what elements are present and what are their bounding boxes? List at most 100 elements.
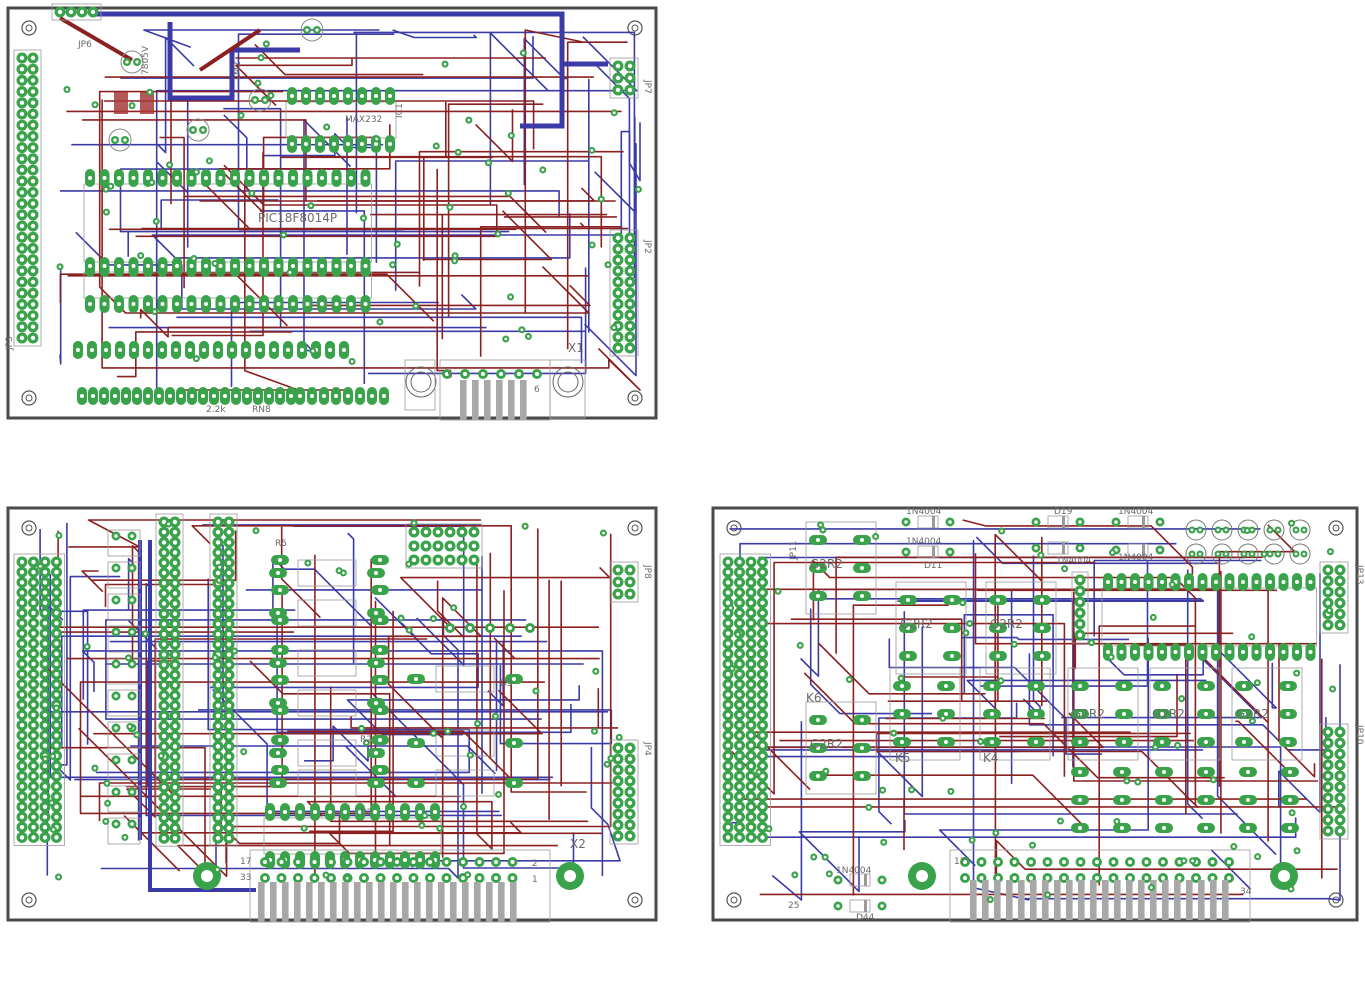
label-ic1: IC1 [395,103,405,118]
pad-hole [944,684,948,688]
component-outline [297,769,357,797]
pad-hole [172,550,178,555]
pad-hole [19,302,25,307]
trace [447,103,544,317]
pad-hole [216,348,220,352]
edge-finger [474,882,481,922]
pad-hole [334,394,338,398]
pad-hole [19,804,25,809]
pad-hole [161,530,167,535]
pad-hole [816,718,820,722]
pad-hole [1281,580,1286,584]
trace [66,637,600,660]
pad-hole [463,372,467,376]
via-hole [43,757,47,761]
via-hole [617,735,621,739]
pad-hole [1302,552,1306,556]
pad-hole [30,268,36,273]
edge-finger [1186,880,1193,920]
pad-hole [1337,773,1343,779]
pad-hole [19,257,25,262]
relay-board-labels: JP11 JP13 JP10 G2R2 G2R2 G2R2 G2R2 G2R2 … [788,507,1364,923]
pad-hole [1204,798,1208,802]
via-hole [259,56,263,60]
pad-hole [1325,784,1331,790]
pad-hole [1122,712,1126,716]
via-hole [590,243,594,247]
pad-hole [414,677,418,681]
pad-hole [263,876,267,880]
pad-hole [233,264,237,268]
pad-hole [615,246,621,252]
pad-hole [1161,860,1165,864]
pad-hole [290,142,294,146]
via-hole [1255,681,1259,685]
pad-hole [42,631,48,636]
pad-hole [42,590,48,595]
trace [264,133,378,263]
diode-band [864,900,867,912]
pad-hole [725,794,731,799]
pad-hole [411,860,416,864]
pad-hole [748,743,754,748]
pad-hole [358,810,362,814]
pad-hole [378,558,382,562]
pad-hole [161,672,167,678]
via-hole [105,781,109,785]
via-hole [407,562,411,566]
trace [1024,664,1341,901]
pad-hole [247,302,252,306]
pad-hole [31,672,36,677]
pad-hole [54,621,59,626]
pad-hole [31,804,36,809]
pad-hole [31,753,36,758]
header-outline [719,553,771,846]
pad-hole [215,570,221,576]
pad-hole [428,860,432,864]
pad-hole [114,694,118,698]
pad-hole [374,781,378,785]
pad-hole [378,588,382,592]
label-g2r2-g: G2R2 [1236,707,1269,721]
pad-hole [42,784,48,789]
pad-hole [1325,740,1331,746]
pad-hole [215,550,221,555]
trace [151,213,619,259]
pad-hole [944,712,948,716]
via-hole [462,805,465,809]
label-pin25: 25 [788,901,799,911]
edge-finger [1198,880,1205,920]
pad-hole [1122,740,1126,744]
pad-hole [130,662,134,666]
pad-hole [19,179,25,184]
trace [762,570,1222,834]
trace [994,533,1043,707]
pad-hole [31,825,36,830]
pad-hole [737,763,742,769]
pad-hole [737,712,742,718]
trace [304,725,369,763]
via-hole [58,265,62,269]
edge-finger [1114,880,1121,920]
pad-hole [374,94,378,98]
diode-band [1142,516,1145,528]
via-hole [970,838,974,842]
pad-hole [1062,860,1066,864]
pad-hole [31,682,36,687]
pad-hole [1034,712,1038,716]
header-outline [1071,571,1089,644]
pad-hole [42,641,48,646]
edge-finger [1222,880,1229,920]
pad-hole [725,753,731,758]
pad-hole [215,836,221,841]
pad-hole [305,264,310,268]
pad-hole [114,566,118,570]
pad-hole [1120,826,1124,830]
pad-hole [615,63,621,69]
via-hole [1111,551,1114,555]
pad-hole [226,621,232,627]
pad-hole [346,142,350,146]
pad-hole [737,672,742,677]
pad-hole [31,774,36,779]
led-outline [1211,543,1233,565]
